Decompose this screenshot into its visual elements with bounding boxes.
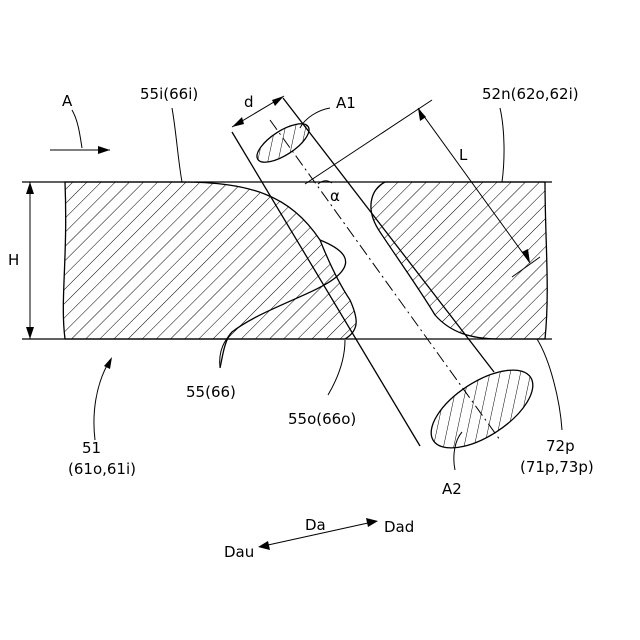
d-arrowhead-left <box>232 117 244 127</box>
label-51: 51 <box>82 439 101 457</box>
label-51-sub: (61o,61i) <box>68 460 136 478</box>
leader-51 <box>94 360 110 440</box>
axis-arrowhead-downstream <box>366 518 378 527</box>
leader-55o <box>328 340 345 395</box>
flow-label-leader <box>72 110 82 148</box>
leader-51-arrowhead <box>104 357 112 369</box>
right-wall-section <box>371 182 547 339</box>
label-a1: A1 <box>336 94 356 112</box>
d-arrowhead-right <box>272 96 284 106</box>
l-arrowhead-top <box>418 108 426 121</box>
label-d: d <box>244 93 254 111</box>
inlet-section-a1 <box>251 117 314 170</box>
h-arrowhead-top <box>26 182 34 194</box>
leader-55i <box>172 108 182 182</box>
label-dau: Dau <box>224 543 254 561</box>
label-h: H <box>8 251 19 269</box>
label-55: 55(66) <box>186 383 236 401</box>
passage-normal-line <box>305 100 432 184</box>
label-l: L <box>459 146 468 164</box>
label-da: Da <box>305 516 326 534</box>
label-alpha: α <box>330 187 340 205</box>
label-a2: A2 <box>442 480 462 498</box>
label-52n: 52n(62o,62i) <box>482 85 579 103</box>
flow-arrowhead <box>98 146 110 154</box>
label-dad: Dad <box>384 518 414 536</box>
label-72p-sub: (71p,73p) <box>520 458 594 476</box>
label-72p: 72p <box>546 437 575 455</box>
leader-52n <box>500 108 504 182</box>
h-arrowhead-bottom <box>26 327 34 339</box>
label-a: A <box>62 92 73 110</box>
label-55i: 55i(66i) <box>140 85 198 103</box>
left-wall-section <box>63 182 356 339</box>
label-55o: 55o(66o) <box>288 410 356 428</box>
axis-arrowhead-upstream <box>258 541 270 550</box>
outlet-section-a2 <box>419 355 546 463</box>
leader-72p <box>537 339 562 430</box>
